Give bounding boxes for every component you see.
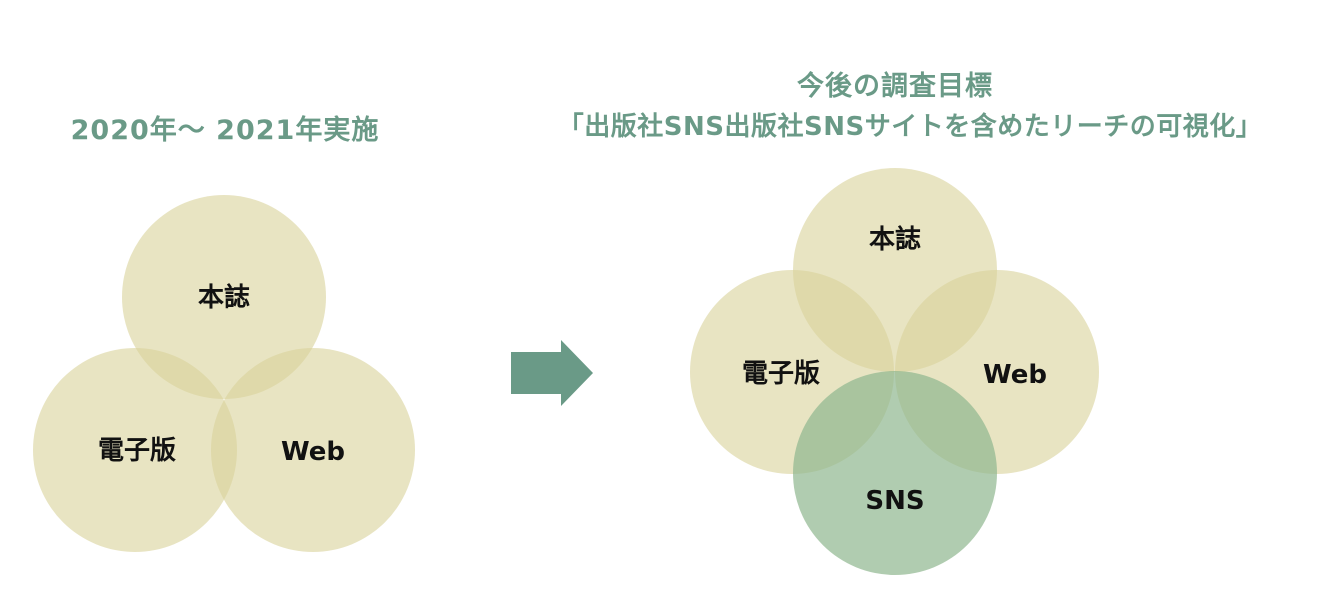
- right-label-denshiban: 電子版: [742, 359, 820, 389]
- right-circle-sns: [793, 371, 997, 575]
- right-diagram-title-line1: 今後の調査目標: [797, 71, 993, 102]
- right-label-sns: SNS: [865, 486, 924, 516]
- right-label-web: Web: [983, 360, 1047, 390]
- left-circle-honshi: [122, 195, 326, 399]
- left-circle-web: [211, 348, 415, 552]
- left-venn-diagram: 本誌 電子版 Web: [33, 195, 415, 552]
- right-venn-diagram: 本誌 電子版 Web SNS: [690, 168, 1099, 575]
- right-label-honshi: 本誌: [869, 224, 921, 255]
- left-label-denshiban: 電子版: [98, 436, 176, 466]
- right-arrow-icon: [511, 340, 593, 406]
- left-label-web: Web: [281, 437, 345, 467]
- left-label-honshi: 本誌: [198, 282, 250, 313]
- left-circle-denshiban: [33, 348, 237, 552]
- right-diagram-title-line2: 「出版社SNS出版社SNSサイトを含めたリーチの可視化」: [557, 112, 1263, 142]
- left-diagram-title: 2020年～ 2021年実施: [70, 115, 380, 146]
